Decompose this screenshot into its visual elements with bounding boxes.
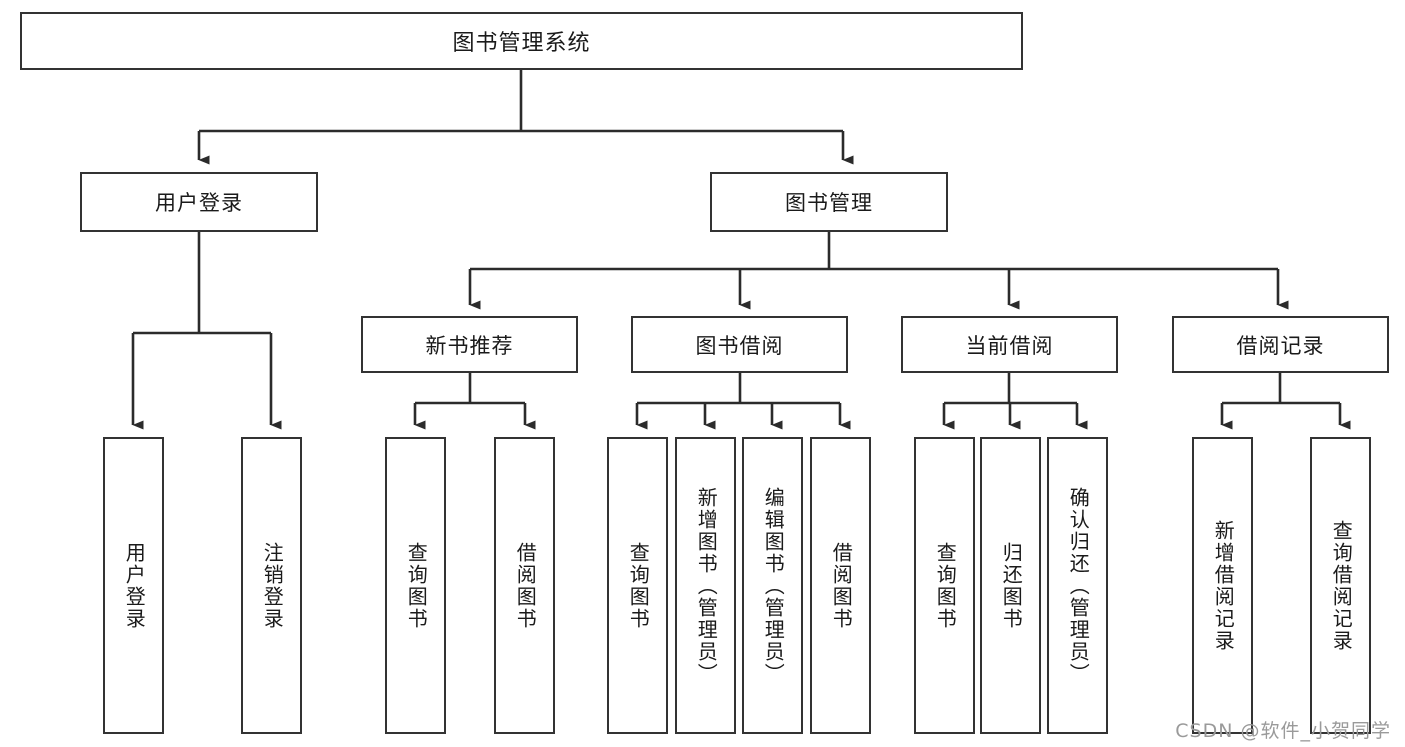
- node-label: 查询借阅记录: [1329, 519, 1354, 652]
- node-new-book-recommendation[interactable]: 新书推荐: [361, 316, 578, 373]
- node-label: 当前借阅: [965, 333, 1054, 358]
- leaf-current-borrow-query-book[interactable]: 查询图书: [914, 437, 975, 734]
- node-label: 图书借阅: [695, 333, 784, 358]
- leaf-new-book-query-book[interactable]: 查询图书: [385, 437, 446, 734]
- node-current-borrowing[interactable]: 当前借阅: [901, 316, 1118, 373]
- leaf-book-borrow-edit-book-admin[interactable]: 编辑图书（管理员）: [742, 437, 803, 734]
- node-book-borrowing[interactable]: 图书借阅: [631, 316, 848, 373]
- watermark-text: CSDN @软件_小贺同学: [1175, 720, 1391, 742]
- node-label: 图书管理系统: [452, 31, 591, 56]
- leaf-borrow-record-add-record[interactable]: 新增借阅记录: [1192, 437, 1253, 734]
- leaf-new-book-borrow-book[interactable]: 借阅图书: [494, 437, 555, 734]
- node-borrow-records[interactable]: 借阅记录: [1172, 316, 1389, 373]
- leaf-book-borrow-add-book-admin[interactable]: 新增图书（管理员）: [675, 437, 736, 734]
- leaf-book-borrow-query-book[interactable]: 查询图书: [607, 437, 668, 734]
- node-label: 新增图书（管理员）: [694, 486, 719, 685]
- node-label: 用户登录: [122, 541, 147, 630]
- node-label: 查询图书: [933, 541, 958, 630]
- node-user-login[interactable]: 用户登录: [80, 172, 318, 232]
- leaf-current-borrow-confirm-return-admin[interactable]: 确认归还（管理员）: [1047, 437, 1108, 734]
- leaf-book-borrow-borrow-book[interactable]: 借阅图书: [810, 437, 871, 734]
- leaf-user-login-login[interactable]: 用户登录: [103, 437, 164, 734]
- leaf-current-borrow-return-book[interactable]: 归还图书: [980, 437, 1041, 734]
- node-label: 借阅图书: [829, 541, 854, 630]
- node-label: 借阅图书: [513, 541, 538, 630]
- node-label: 借阅记录: [1236, 333, 1325, 358]
- node-label: 查询图书: [626, 541, 651, 630]
- node-book-management[interactable]: 图书管理: [710, 172, 948, 232]
- node-label: 查询图书: [404, 541, 429, 630]
- node-label: 编辑图书（管理员）: [761, 486, 786, 685]
- node-label: 注销登录: [260, 541, 285, 630]
- node-label: 图书管理: [785, 191, 873, 215]
- node-label: 新增借阅记录: [1211, 519, 1236, 652]
- leaf-borrow-record-query-record[interactable]: 查询借阅记录: [1310, 437, 1371, 734]
- node-label: 确认归还（管理员）: [1066, 486, 1091, 685]
- leaf-user-login-logout[interactable]: 注销登录: [241, 437, 302, 734]
- node-root-book-management-system[interactable]: 图书管理系统: [20, 12, 1023, 70]
- node-label: 新书推荐: [425, 333, 514, 358]
- node-label: 归还图书: [999, 541, 1024, 630]
- node-label: 用户登录: [155, 191, 243, 215]
